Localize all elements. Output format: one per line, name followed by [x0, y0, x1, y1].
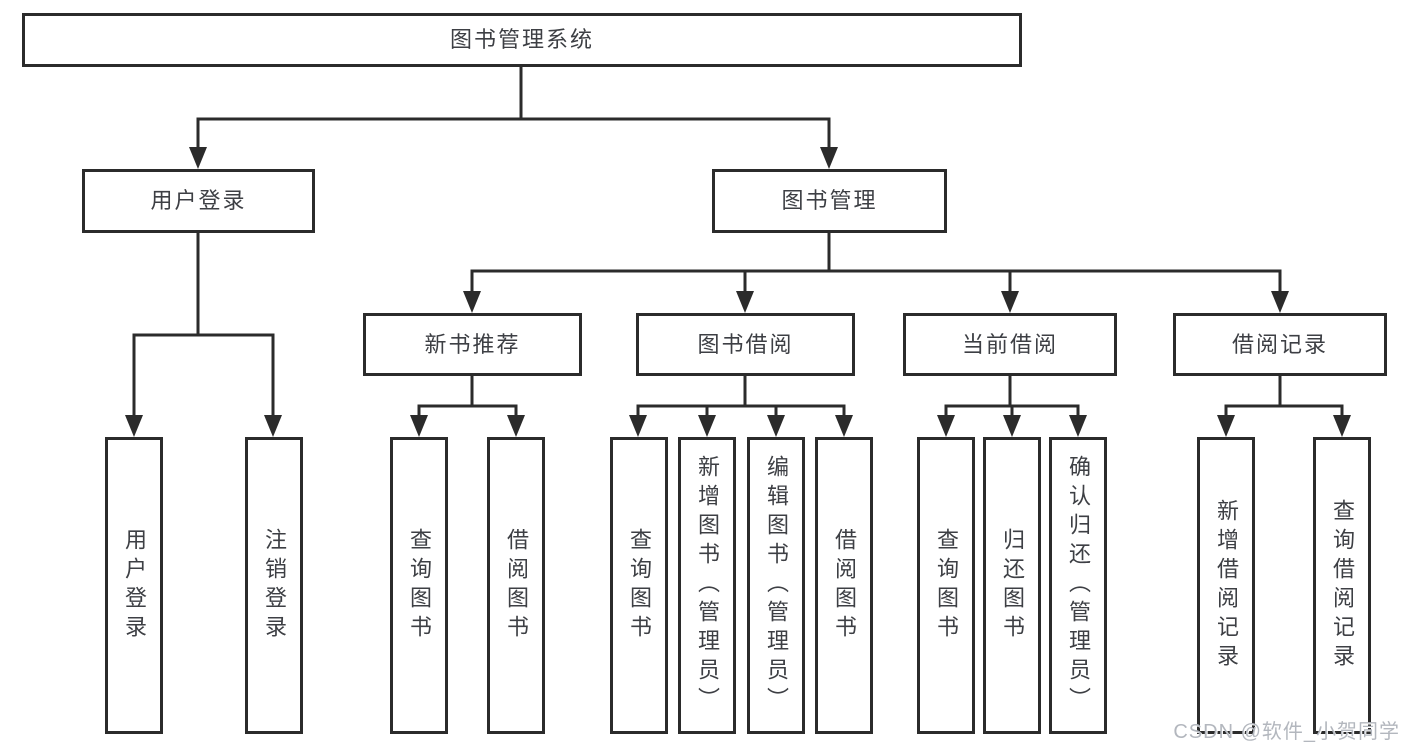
leaf-borrow-books: 借阅图书	[815, 437, 873, 734]
leaf-query-books-borrow: 查询图书	[610, 437, 668, 734]
node-library-system: 图书管理系统	[22, 13, 1022, 67]
leaf-add-books-admin: 新增图书（管理员）	[678, 437, 736, 734]
connector-newbook-to-leaves	[417, 376, 518, 418]
arrow-icon	[264, 415, 282, 437]
leaf-user-login: 用户登录	[105, 437, 163, 734]
node-new-book-recommend: 新书推荐	[363, 313, 582, 376]
leaf-return-books: 归还图书	[983, 437, 1041, 734]
connector-bookmgmt-to-level3	[470, 232, 1282, 294]
leaf-add-borrow-record: 新增借阅记录	[1197, 437, 1255, 734]
arrow-icon	[463, 291, 481, 313]
arrow-icon	[125, 415, 143, 437]
arrow-icon	[189, 147, 207, 169]
arrow-icon	[1003, 415, 1021, 437]
connector-userlogin-to-leaves	[132, 232, 275, 418]
leaf-query-books-recommend: 查询图书	[390, 437, 448, 734]
arrow-icon	[820, 147, 838, 169]
arrow-icon	[507, 415, 525, 437]
arrow-icon	[629, 415, 647, 437]
leaf-edit-books-admin: 编辑图书（管理员）	[747, 437, 805, 734]
leaf-confirm-return-admin: 确认归还（管理员）	[1049, 437, 1107, 734]
arrow-icon	[736, 291, 754, 313]
leaf-borrow-books-recommend: 借阅图书	[487, 437, 545, 734]
arrowheads	[125, 147, 1351, 437]
connector-root-to-level2	[196, 66, 831, 150]
leaf-query-borrow-record: 查询借阅记录	[1313, 437, 1371, 734]
arrow-icon	[1333, 415, 1351, 437]
leaf-logout: 注销登录	[245, 437, 303, 734]
arrow-icon	[1069, 415, 1087, 437]
node-book-borrow: 图书借阅	[636, 313, 855, 376]
arrow-icon	[1001, 291, 1019, 313]
csdn-watermark: CSDN @软件_小贺同学	[1173, 721, 1400, 743]
arrow-icon	[1217, 415, 1235, 437]
arrow-icon	[835, 415, 853, 437]
arrow-icon	[410, 415, 428, 437]
arrow-icon	[698, 415, 716, 437]
node-book-management: 图书管理	[712, 169, 947, 233]
arrow-icon	[937, 415, 955, 437]
connector-borrowrecords-to-leaves	[1224, 376, 1344, 418]
arrow-icon	[767, 415, 785, 437]
node-borrow-records: 借阅记录	[1173, 313, 1387, 376]
connector-currentborrow-to-leaves	[944, 376, 1080, 418]
connector-bookborrow-to-leaves	[636, 376, 846, 418]
node-current-borrow: 当前借阅	[903, 313, 1117, 376]
node-user-login: 用户登录	[82, 169, 315, 233]
leaf-query-books-current: 查询图书	[917, 437, 975, 734]
arrow-icon	[1271, 291, 1289, 313]
